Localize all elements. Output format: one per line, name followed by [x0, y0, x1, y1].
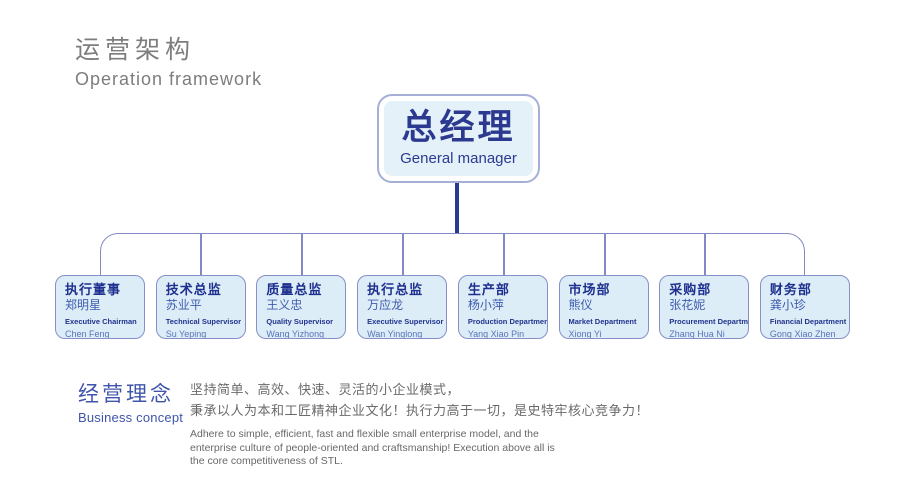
node-name-cn: 杨小萍 — [467, 298, 504, 312]
node-title-en: Procurement Department — [669, 317, 748, 326]
node-name-en: Wang Yizhong — [266, 329, 325, 339]
node-name-cn: 万应龙 — [367, 298, 404, 312]
connector-drop — [704, 234, 706, 275]
page-title-cn: 运营架构 — [75, 36, 196, 64]
connector-drop — [301, 234, 303, 275]
org-node-quality-supervisor: 质量总监 王义忠 Quality Supervisor Wang Yizhong — [256, 275, 347, 339]
node-title-en: Executive Chairman — [65, 317, 137, 326]
node-title-cn: 执行董事 — [65, 282, 122, 297]
connector-stem — [455, 183, 459, 234]
concept-title-en: Business concept — [78, 410, 184, 425]
node-name-cn: 郑明星 — [65, 298, 102, 312]
connector-drop — [503, 234, 505, 275]
org-children-row: 执行董事 郑明星 Executive Chairman Chen Feng 技术… — [55, 275, 850, 339]
concept-title: 经营理念 Business concept — [78, 378, 183, 425]
node-title-cn: 执行总监 — [367, 282, 424, 297]
concept-en-paragraph: Adhere to simple, efficient, fast and fl… — [190, 428, 555, 467]
connector-bracket — [100, 233, 805, 275]
node-name-cn: 苏业平 — [165, 298, 202, 312]
org-node-title-cn: 总经理 — [401, 107, 516, 147]
connector-drop — [402, 234, 404, 275]
node-title-cn: 财务部 — [769, 282, 812, 297]
org-node-executive-chairman: 执行董事 郑明星 Executive Chairman Chen Feng — [55, 275, 145, 339]
org-node-procurement-department: 采购部 张花妮 Procurement Department Zhang Hua… — [659, 275, 750, 339]
concept-title-cn: 经营理念 — [78, 383, 174, 406]
node-title-cn: 质量总监 — [266, 282, 323, 297]
org-node-financial-department: 财务部 龚小珍 Financial Department Gong Xiao Z… — [759, 275, 850, 339]
concept-text: 坚持简单、高效、快速、灵活的小企业模式， 秉承以人为本和工匠精神企业文化！执行力… — [190, 379, 649, 469]
org-node-general-manager: 总经理 General manager — [377, 94, 540, 183]
node-name-en: Wan Yinglong — [367, 329, 423, 339]
node-name-cn: 龚小珍 — [769, 298, 806, 312]
node-name-en: Su Yeping — [165, 329, 207, 339]
connector-drop — [200, 234, 202, 275]
node-name-en: Gong Xiao Zhen — [769, 329, 836, 339]
node-title-cn: 生产部 — [467, 282, 510, 297]
page-header: 运营架构 Operation framework — [75, 30, 262, 90]
page-title-en: Operation framework — [75, 69, 263, 89]
node-title-cn: 技术总监 — [165, 282, 222, 297]
node-name-en: Yang Xiao Pin — [467, 329, 525, 339]
org-node-executive-supervisor: 执行总监 万应龙 Executive Supervisor Wan Yinglo… — [357, 275, 448, 339]
node-title-cn: 采购部 — [669, 282, 712, 297]
org-node-market-department: 市场部 熊仪 Market Department Xiong Yi — [558, 275, 649, 339]
node-name-cn: 王义忠 — [266, 298, 303, 312]
node-title-en: Technical Supervisor — [165, 317, 242, 326]
node-title-cn: 市场部 — [568, 282, 611, 297]
node-title-en: Financial Department — [769, 317, 847, 326]
node-name-en: Xiong Yi — [568, 329, 602, 339]
org-node-technical-supervisor: 技术总监 苏业平 Technical Supervisor Su Yeping — [155, 275, 246, 339]
node-title-en: Executive Supervisor — [367, 317, 444, 326]
concept-cn-line2: 秉承以人为本和工匠精神企业文化！执行力高于一切，是史特牢核心竞争力！ — [190, 403, 650, 418]
node-name-cn: 张花妮 — [669, 298, 706, 312]
node-title-en: Market Department — [568, 317, 637, 326]
node-title-en: Quality Supervisor — [266, 317, 334, 326]
node-title-en: Production Department — [467, 317, 548, 326]
node-name-en: Zhang Hua Ni — [669, 329, 725, 339]
org-node-production-department: 生产部 杨小萍 Production Department Yang Xiao … — [457, 275, 548, 339]
node-name-en: Chen Feng — [65, 329, 110, 339]
connector-drop — [604, 234, 606, 275]
concept-cn-line1: 坚持简单、高效、快速、灵活的小企业模式， — [190, 382, 461, 397]
org-node-title-en: General manager — [400, 150, 517, 168]
node-name-cn: 熊仪 — [568, 298, 593, 312]
